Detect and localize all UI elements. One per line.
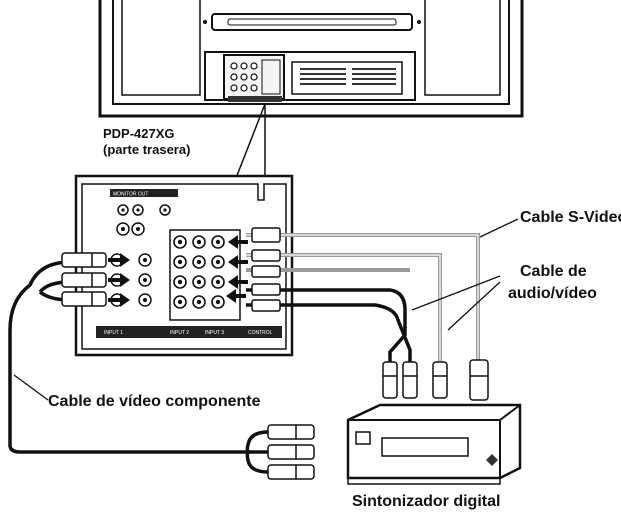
monitor-out-text: MONITOR OUT (113, 192, 148, 198)
zoom-lines (235, 103, 266, 179)
av-cable-label-line1: Cable de (520, 263, 587, 280)
input-3-text: INPUT 3 (205, 330, 224, 336)
input-1-text: INPUT 1 (104, 330, 123, 336)
model-sublabel: (parte trasera) (103, 142, 190, 157)
av-cable-black (246, 288, 412, 365)
component-plugs-panel (61, 252, 107, 307)
input-2-text: INPUT 2 (170, 330, 189, 336)
terminal-panel: MONITOR OUT (74, 174, 294, 357)
tv-rear (98, 0, 524, 118)
component-cable-label: Cable de vídeo componente (48, 393, 261, 410)
s-video-cable-label: Cable S-Video (520, 209, 621, 226)
model-label: PDP-427XG (103, 126, 175, 141)
av-cable-label-line2: audio/vídeo (508, 285, 597, 302)
digital-tuner (346, 403, 522, 485)
leader-lines (13, 218, 519, 401)
panel-plugs-right (251, 227, 281, 312)
control-text: CONTROL (248, 330, 273, 336)
tuner-top-plugs (382, 359, 489, 401)
component-plugs-tuner (267, 424, 315, 480)
tuner-label: Sintonizador digital (352, 493, 500, 510)
insertion-arrows (108, 235, 248, 307)
